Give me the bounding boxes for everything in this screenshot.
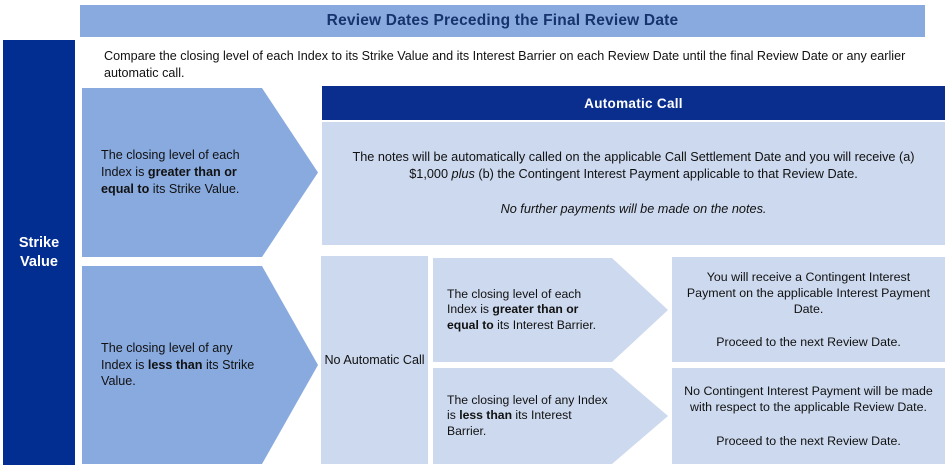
branch-strike-less-than-text: The closing level of any Index is less t… bbox=[101, 340, 255, 389]
branch-barrier-less-than: The closing level of any Index is less t… bbox=[433, 368, 668, 464]
intro-paragraph: Compare the closing level of each Index … bbox=[104, 49, 906, 80]
automatic-call-header: Automatic Call bbox=[322, 86, 945, 120]
automatic-call-body-line2: No further payments will be made on the … bbox=[500, 202, 767, 217]
outcome-no-contingent-interest: No Contingent Interest Payment will be m… bbox=[672, 368, 945, 464]
outcome-paid-line2: Proceed to the next Review Date. bbox=[716, 335, 901, 350]
outcome-no-pay-line2: Proceed to the next Review Date. bbox=[716, 433, 901, 448]
outcome-contingent-interest-paid: You will receive a Contingent Interest P… bbox=[672, 257, 945, 362]
branch-strike-greater-equal-text: The closing level of each Index is great… bbox=[101, 148, 240, 196]
page-title: Review Dates Preceding the Final Review … bbox=[80, 5, 925, 37]
branch-strike-greater-equal: The closing level of each Index is great… bbox=[82, 88, 318, 257]
outcome-paid-line1: You will receive a Contingent Interest P… bbox=[686, 269, 931, 316]
automatic-call-body-line1: The notes will be automatically called o… bbox=[352, 149, 915, 181]
branch-strike-less-than: The closing level of any Index is less t… bbox=[82, 266, 318, 464]
branch-barrier-greater-equal-text: The closing level of each Index is great… bbox=[447, 286, 597, 332]
strike-value-sidebar: Strike Value bbox=[3, 40, 75, 465]
outcome-no-pay-line1: No Contingent Interest Payment will be m… bbox=[684, 384, 933, 415]
branch-barrier-less-than-text: The closing level of any Index is less t… bbox=[447, 392, 608, 438]
branch-barrier-greater-equal: The closing level of each Index is great… bbox=[433, 258, 668, 362]
no-automatic-call-box: No Automatic Call bbox=[321, 256, 428, 464]
automatic-call-body: The notes will be automatically called o… bbox=[322, 122, 945, 245]
